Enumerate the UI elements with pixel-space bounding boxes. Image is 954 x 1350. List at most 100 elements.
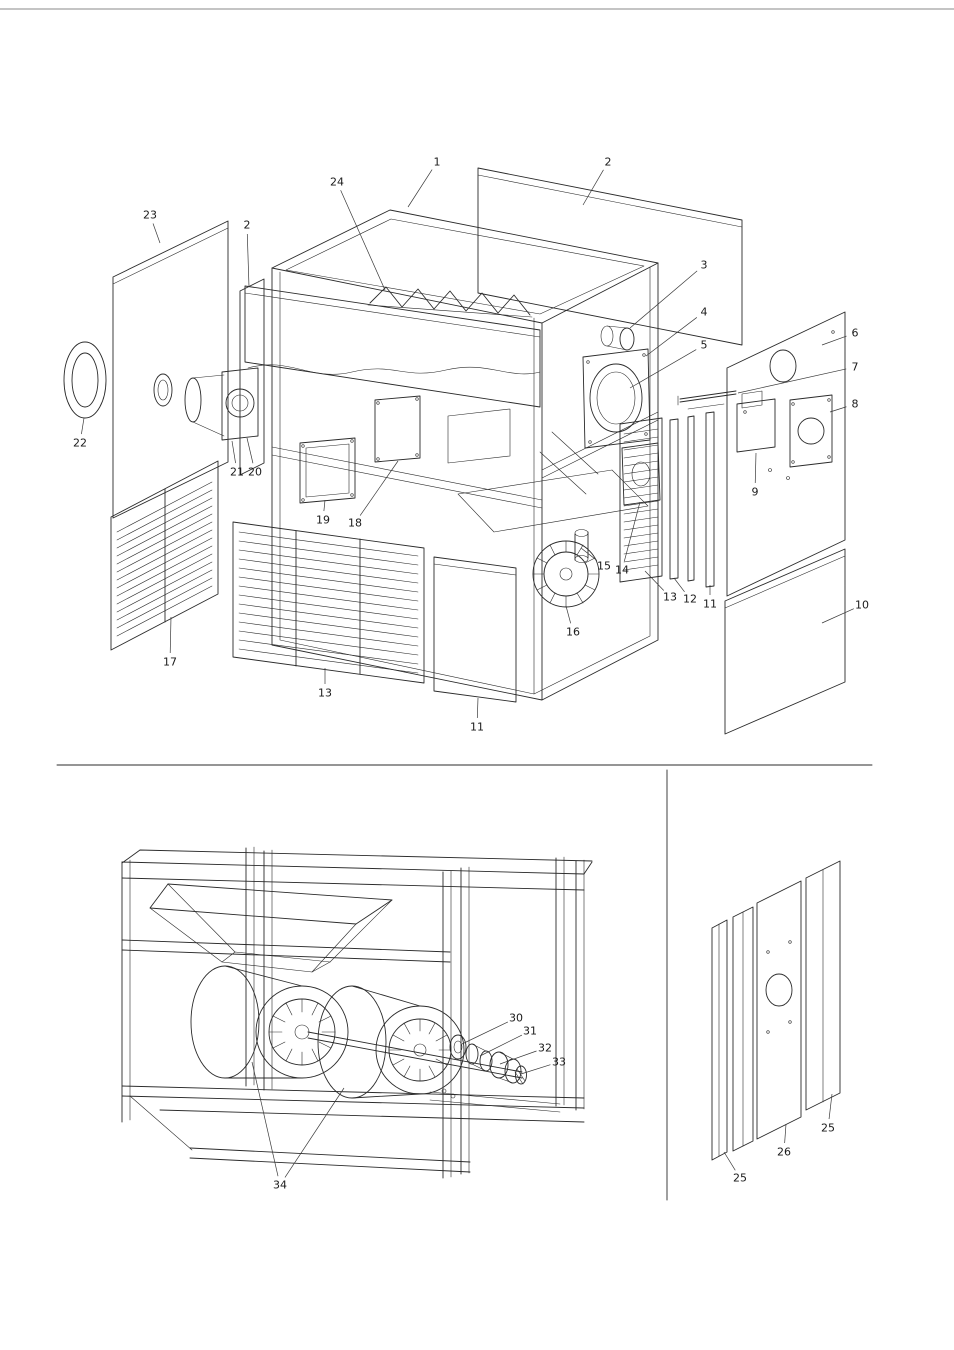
callout-cabinet-exploded-view-16: 16 [566,626,580,639]
leader-line-26 [784,1123,787,1144]
motor [489,1051,522,1084]
bottom-right-panel [433,556,517,703]
callout-cabinet-exploded-view-15: 15 [597,560,611,573]
leader-line-23 [152,223,161,244]
leader-line-13 [644,570,665,591]
callout-cabinet-exploded-view-9: 9 [752,486,759,499]
leader-line-8 [829,406,847,413]
left-trim-panel [239,278,265,476]
leader-line-11 [476,697,479,719]
callout-cabinet-exploded-view-21: 21 [230,466,244,479]
leader-line-32 [499,1050,537,1065]
callout-blower-drive-assembly-33: 33 [552,1056,566,1069]
leader-line-18 [359,460,399,516]
frame-structure [121,846,593,1179]
front-upper-panel [244,285,541,408]
control-plates [299,395,511,504]
callout-cabinet-exploded-view-20: 20 [248,466,262,479]
callout-blower-drive-assembly-34: 34 [273,1179,287,1192]
callout-side-panel-stack-26: 26 [777,1146,791,1159]
callout-cabinet-exploded-view-5: 5 [701,339,708,352]
callout-cabinet-exploded-view-12: 12 [683,593,697,606]
left-louver-panel [110,460,219,651]
coupling [465,1043,493,1072]
blower-drum-right [317,985,465,1099]
callout-cabinet-exploded-view-2: 2 [244,219,251,232]
left-door-panel [112,220,229,519]
callout-cabinet-exploded-view-4: 4 [701,306,708,319]
leader-line-14 [623,501,641,562]
panel-strip-3 [756,880,802,1140]
leader-line-10 [821,608,854,624]
leader-line-31 [479,1034,523,1057]
callout-cabinet-exploded-view-3: 3 [701,259,708,272]
filter-rack-strips [619,411,715,588]
bottom-louver-panel [232,521,425,684]
leader-line-34 [284,1087,345,1178]
sensor-rod [677,390,737,410]
flue-collar-assembly [153,367,259,441]
callout-cabinet-exploded-view-11: 11 [703,598,717,611]
panel-strip-2 [732,906,754,1152]
right-lower-panel [724,548,846,735]
pulley [449,1034,467,1060]
pipe-collar-ring [63,341,107,419]
callout-side-panel-stack-25: 25 [733,1172,747,1185]
leader-line-25 [723,1151,736,1171]
leader-line-33 [520,1064,551,1075]
leader-line-17 [169,616,172,654]
leader-line-25 [828,1093,833,1120]
leader-line-34 [251,1061,279,1177]
leader-line-5 [629,349,697,389]
blower-drum-left [190,965,349,1079]
callout-cabinet-exploded-view-13: 13 [318,687,332,700]
leader-line-20 [246,437,254,464]
callout-blower-drive-assembly-31: 31 [523,1025,537,1038]
rear-panel [477,167,743,346]
callout-cabinet-exploded-view-7: 7 [852,361,859,374]
leader-line-22 [81,417,85,435]
callout-blower-drive-assembly-30: 30 [509,1012,523,1025]
callout-blower-drive-assembly-32: 32 [538,1042,552,1055]
leader-line-6 [821,335,847,346]
leader-line-30 [461,1021,509,1045]
burner-wall-assembly [574,325,661,563]
callout-cabinet-exploded-view-1: 1 [434,156,441,169]
leader-line-16 [565,605,571,624]
junction-box [736,390,790,480]
motor-end-cap [514,1065,527,1085]
leader-line-2 [582,169,604,206]
leader-line-4 [645,317,698,357]
panel-strip-4 [805,860,841,1111]
leader-line-2 [246,233,250,288]
callout-cabinet-exploded-view-23: 23 [143,209,157,222]
callout-cabinet-exploded-view-2: 2 [605,156,612,169]
callout-cabinet-exploded-view-19: 19 [316,514,330,527]
leader-line-9 [754,452,757,484]
callout-cabinet-exploded-view-8: 8 [852,398,859,411]
panel-strip-1 [711,919,728,1161]
right-side-panel [726,311,846,597]
motor-mount-plate [789,394,833,468]
callout-cabinet-exploded-view-18: 18 [348,517,362,530]
leader-line-19 [323,499,326,512]
heat-exchanger-zigzag [367,286,533,318]
leader-line-3 [629,270,698,329]
leader-line-1 [407,169,433,208]
leader-line-21 [231,440,236,464]
callout-cabinet-exploded-view-13: 13 [663,591,677,604]
callout-cabinet-exploded-view-22: 22 [73,437,87,450]
callout-cabinet-exploded-view-17: 17 [163,656,177,669]
callout-side-panel-stack-25: 25 [821,1122,835,1135]
section-dividers [56,764,873,1201]
leader-line-15 [580,547,598,561]
hopper [149,883,393,973]
leader-line-7 [737,368,847,394]
leader-line-12 [673,577,685,593]
leader-line-24 [340,190,386,291]
wiring-harness [247,364,541,375]
callout-cabinet-exploded-view-10: 10 [855,599,869,612]
